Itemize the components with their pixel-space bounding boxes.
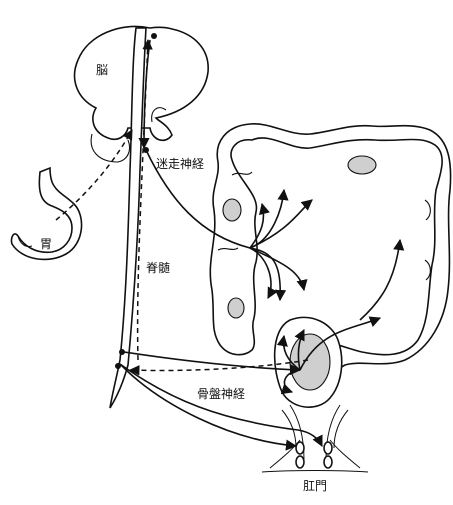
nerve-node-icon [151,33,157,39]
anus-label: 肛門 [303,479,327,493]
vagus-label: 迷走神経 [156,157,204,171]
spinal-cord-label: 脊髄 [146,260,170,275]
stomach-label: 胃 [40,237,52,251]
nerve-nodes [115,33,157,369]
pelvic-nerve-label: 骨盤神経 [197,387,245,401]
nerve-node-icon [119,349,125,355]
stomach-shape [10,166,83,261]
nerve-node-icon [115,363,121,369]
brain-label: 脳 [96,63,108,77]
rectum-shape [273,316,343,408]
nerve-node-icon [143,147,149,153]
colon-shape [209,123,452,395]
spinal-cord-shape [109,27,147,409]
pelvic-pathways [119,238,405,451]
vagus-pathways [138,39,313,302]
afferent-pathways [55,38,309,376]
anus-region-shape [261,404,369,473]
